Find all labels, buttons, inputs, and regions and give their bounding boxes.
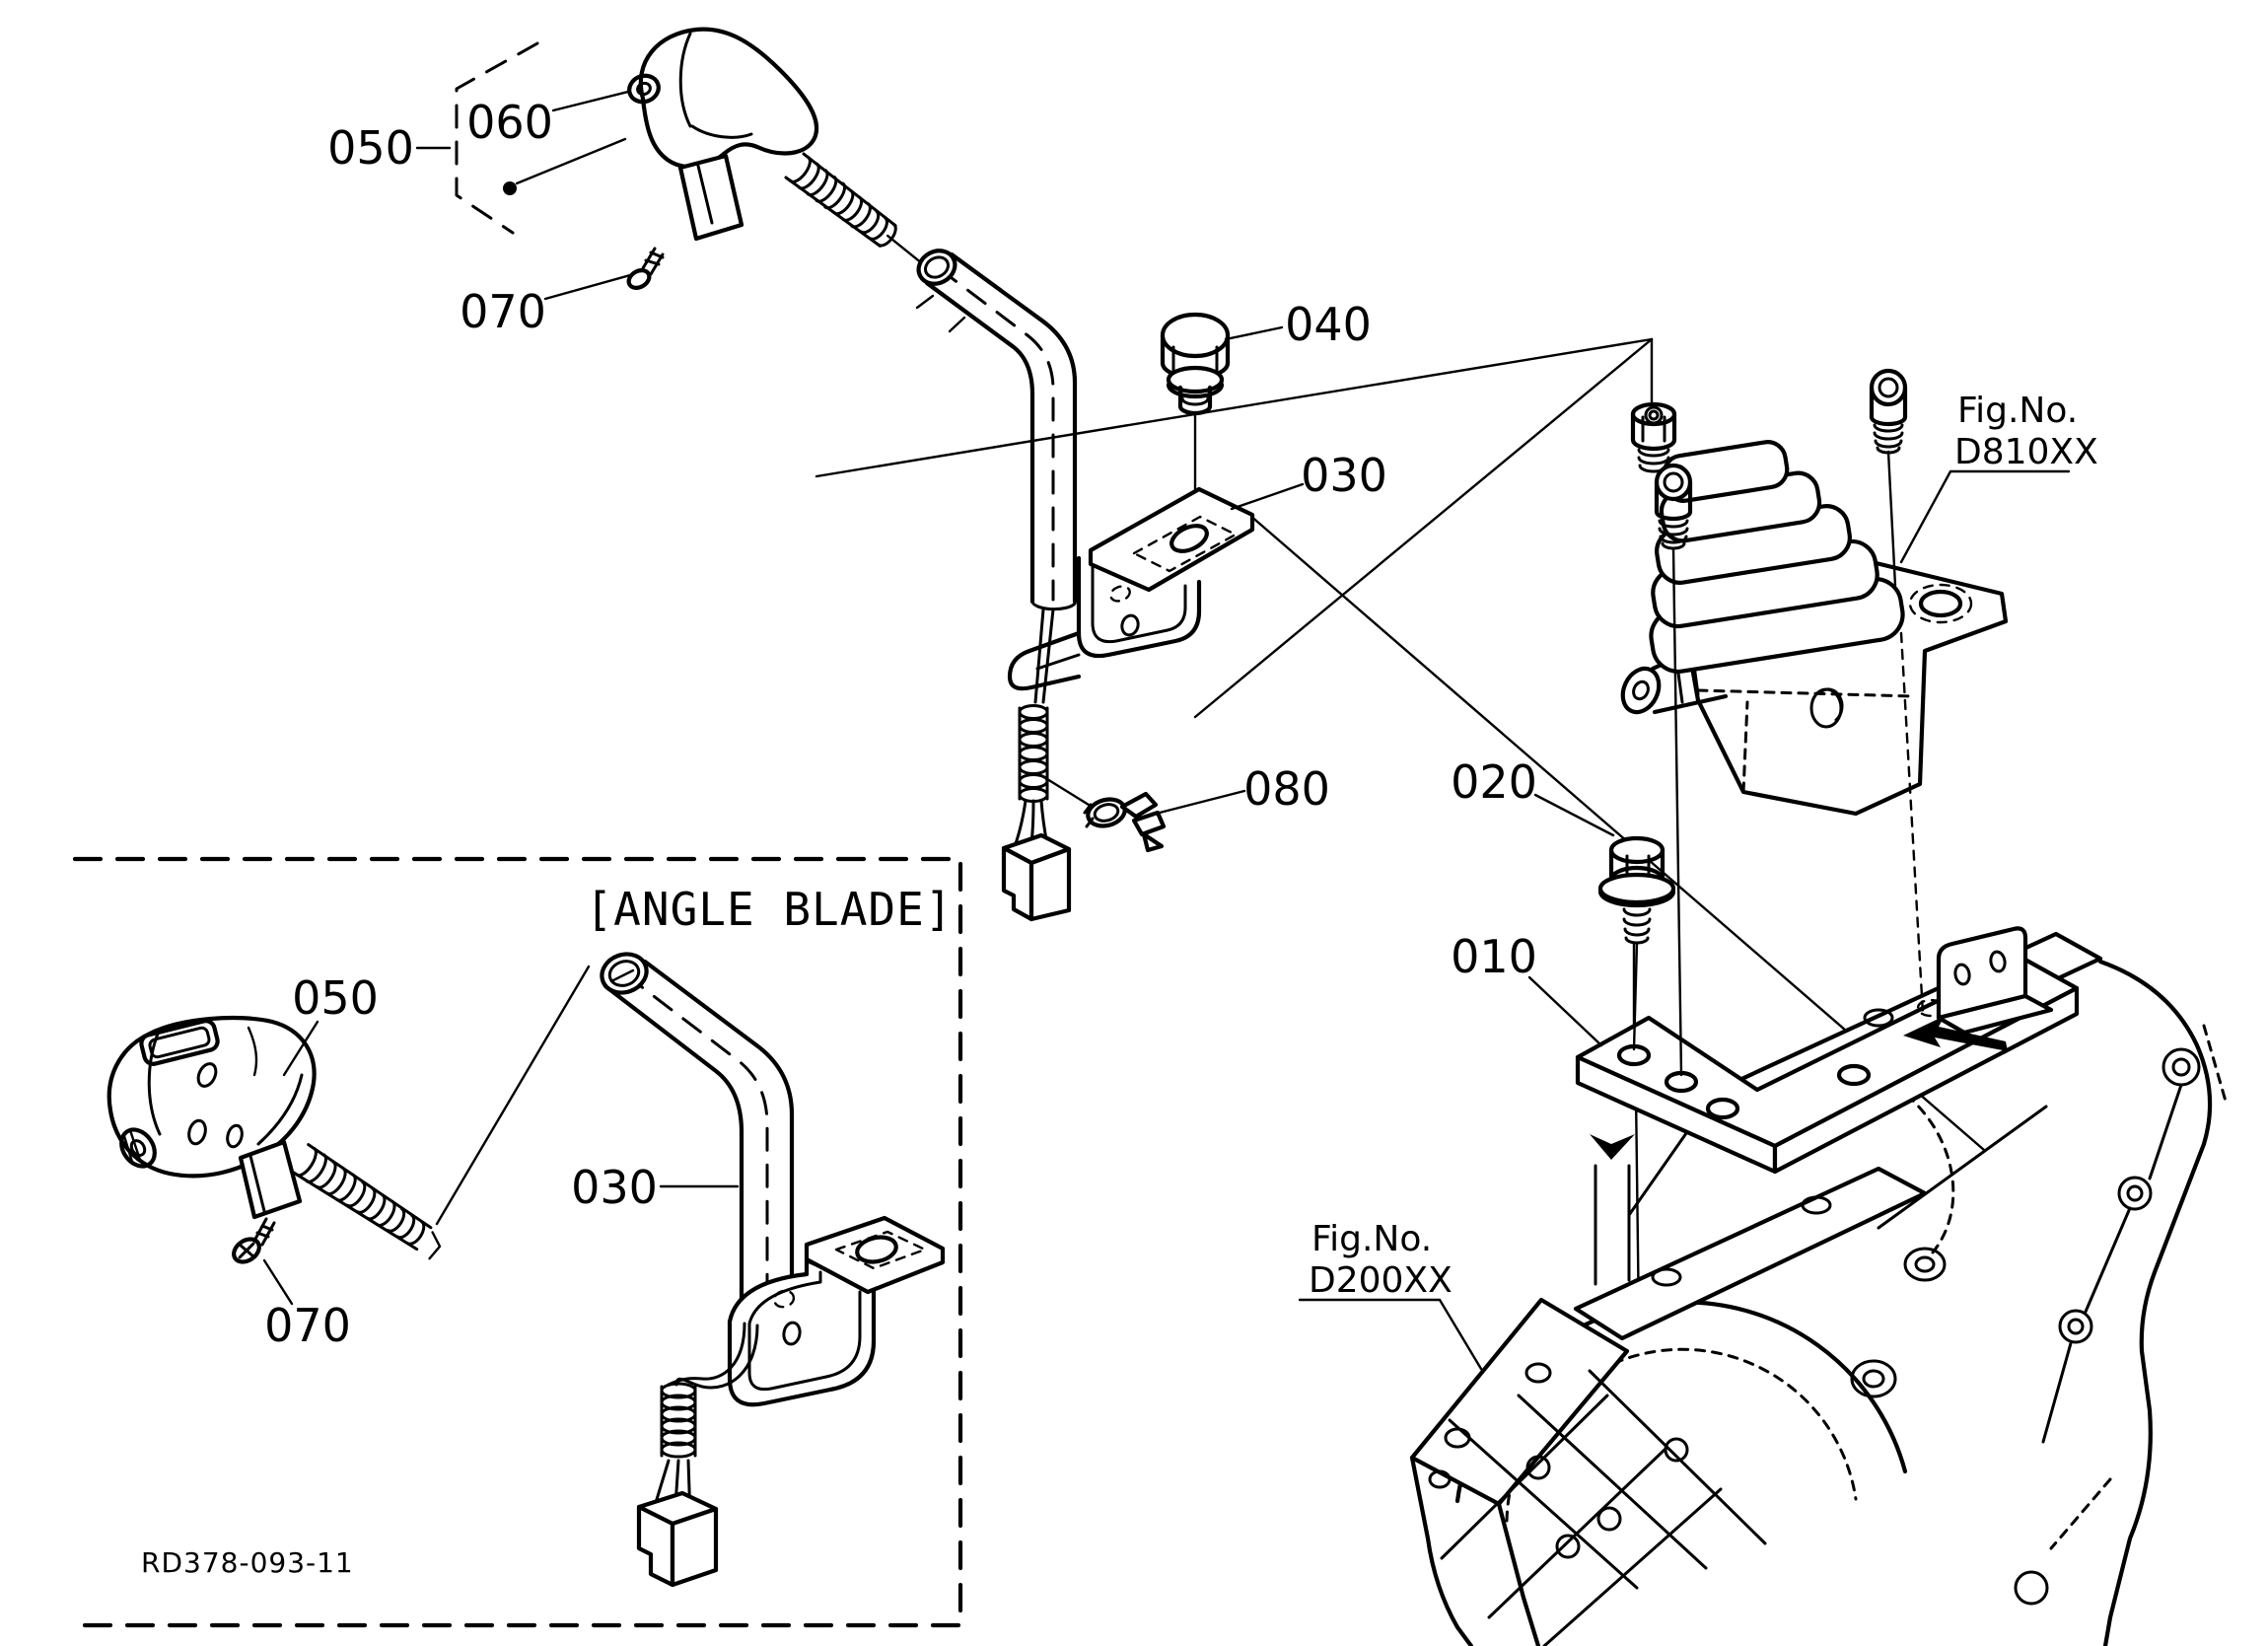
angle-blade-box-dashed xyxy=(72,856,963,1628)
wire-harness-lower xyxy=(636,1322,759,1588)
fig-ref-d200-line2: D200XX xyxy=(1309,1260,1453,1301)
angle-blade-section xyxy=(72,856,963,1628)
upper-lever-assembly xyxy=(415,27,1615,1047)
knob-bolt-040 xyxy=(1160,312,1231,526)
part-label-010: 010 xyxy=(1451,930,1537,983)
part-label-070-upper: 070 xyxy=(460,285,546,338)
group-boundary-dashed xyxy=(455,41,539,235)
part-label-050-upper: 050 xyxy=(327,121,414,175)
part-label-040: 040 xyxy=(1285,298,1372,351)
lever-tube-upper xyxy=(915,249,1078,611)
part-label-020: 020 xyxy=(1451,755,1537,809)
part-label-060: 060 xyxy=(466,96,553,149)
wire-clamp-080 xyxy=(1083,791,1167,853)
handle-nose-icon xyxy=(119,1127,157,1169)
fig-ref-d200-line1: Fig.No. xyxy=(1311,1219,1432,1259)
lever-tube-lower xyxy=(600,952,795,1397)
part-label-080: 080 xyxy=(1243,762,1330,816)
fig-ref-d810-line2: D810XX xyxy=(1954,432,2098,472)
threaded-shaft-lower xyxy=(289,1143,442,1260)
fig-ref-d200: Fig.No. D200XX xyxy=(1298,1219,1483,1371)
grip-screw-lower xyxy=(232,1217,276,1264)
valve-stem-nut xyxy=(1630,401,1677,473)
valve-bolt-right xyxy=(1869,368,1925,1016)
grip-screw-upper xyxy=(626,247,665,290)
fig-ref-d810: Fig.No. D810XX xyxy=(1899,391,2098,564)
bolt-020 xyxy=(1597,835,1676,1051)
transmission-case-d200 xyxy=(1409,931,2229,1646)
valve-bolt-left xyxy=(1654,463,1693,1077)
valve-assembly-d810 xyxy=(1620,368,2009,1077)
wire-harness-upper xyxy=(1001,608,1072,922)
section-label-angle-blade: [ANGLE BLADE] xyxy=(585,883,953,936)
joystick-handle-upper xyxy=(627,27,819,242)
mount-bracket-030-upper xyxy=(1007,486,1255,691)
mount-bracket-030-lower xyxy=(727,1215,946,1407)
joystick-handle-lower xyxy=(106,1015,317,1220)
assembly-arrow-icon xyxy=(1903,1016,2008,1051)
mount-point-arrow-icon xyxy=(1590,1134,1635,1160)
stay-bracket xyxy=(1903,926,2054,1051)
leader-dot-icon xyxy=(503,181,517,195)
part-label-030-upper: 030 xyxy=(1301,449,1387,502)
mount-plate-010 xyxy=(1575,926,2080,1175)
part-label-030-lower: 030 xyxy=(571,1161,658,1214)
drawing-number: RD378-093-11 xyxy=(141,1546,354,1579)
part-label-050-lower: 050 xyxy=(292,971,379,1025)
part-label-070-lower: 070 xyxy=(264,1299,351,1352)
fig-ref-d810-line1: Fig.No. xyxy=(1957,391,2078,431)
handle-button-icon xyxy=(627,73,661,105)
